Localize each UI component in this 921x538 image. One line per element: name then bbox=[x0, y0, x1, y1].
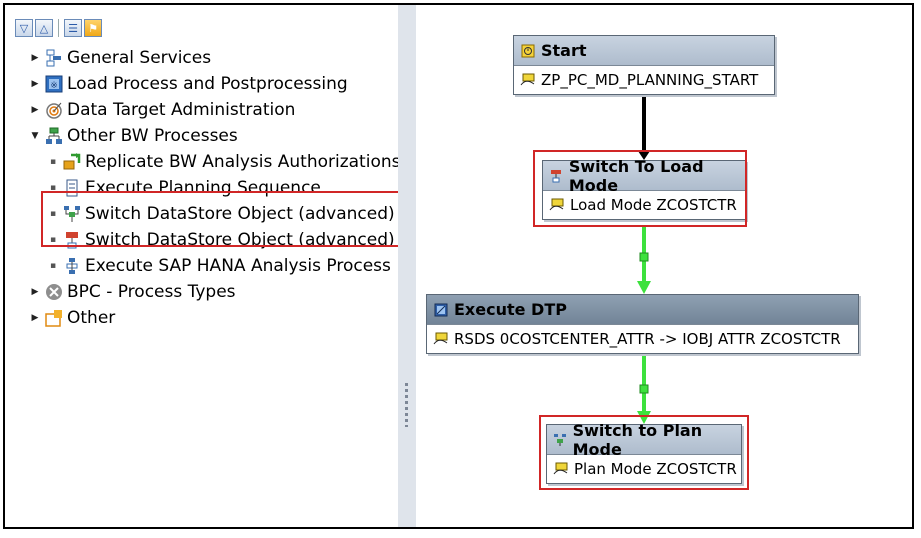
node-dtp-header[interactable]: Execute DTP bbox=[427, 295, 858, 325]
replicate-icon bbox=[63, 153, 81, 171]
tree-item-label: Execute SAP HANA Analysis Process bbox=[85, 256, 391, 276]
tree-item-label: Data Target Administration bbox=[67, 100, 296, 120]
node-highlight-box bbox=[539, 415, 749, 490]
node-load-header[interactable]: Switch To Load Mode bbox=[543, 157, 745, 195]
node-start-header[interactable]: Start bbox=[514, 36, 774, 66]
switch-icon bbox=[553, 432, 568, 448]
toolbar-separator bbox=[58, 19, 59, 37]
node-load-body[interactable]: Load Mode ZCOSTCTR bbox=[543, 191, 745, 219]
tree-item-execute-hana-analysis[interactable]: ▪ Execute SAP HANA Analysis Process bbox=[47, 253, 391, 279]
process-icon bbox=[45, 127, 63, 145]
dtp-icon bbox=[433, 302, 449, 318]
node-variant: Plan Mode ZCOSTCTR bbox=[574, 460, 737, 478]
node-variant: Load Mode ZCOSTCTR bbox=[570, 196, 737, 214]
node-plan-body[interactable]: Plan Mode ZCOSTCTR bbox=[547, 455, 741, 483]
bullet-icon: ▪ bbox=[49, 261, 57, 271]
node-variant: RSDS 0COSTCENTER_ATTR -> IOBJ ATTR ZCOST… bbox=[454, 330, 841, 348]
tree-toolbar: ▽ △ ☰ ⚑ bbox=[15, 19, 102, 41]
variant-icon bbox=[433, 331, 449, 347]
expand-arrow-icon[interactable]: ▶ bbox=[31, 313, 39, 323]
folder-icon bbox=[45, 309, 63, 327]
node-title: Start bbox=[541, 41, 587, 60]
pane-splitter[interactable] bbox=[398, 5, 416, 527]
process-chain-canvas[interactable]: Start ZP_PC_MD_PLANNING_START Switch To … bbox=[416, 5, 912, 527]
tree-item-execute-planning-sequence[interactable]: ▪ Execute Planning Sequence bbox=[47, 175, 321, 201]
bullet-icon: ▪ bbox=[49, 157, 57, 167]
node-plan-header[interactable]: Switch to Plan Mode bbox=[547, 421, 741, 459]
chain-connectors bbox=[637, 95, 651, 424]
switch-icon bbox=[549, 168, 564, 184]
variant-icon bbox=[520, 72, 536, 88]
variant-icon bbox=[553, 461, 569, 477]
node-execute-dtp[interactable]: Execute DTP RSDS 0COSTCENTER_ATTR -> IOB… bbox=[426, 294, 859, 354]
switch-icon bbox=[63, 205, 81, 223]
bpc-icon bbox=[45, 283, 63, 301]
tree-item-bpc-process-types[interactable]: ▶ BPC - Process Types bbox=[29, 279, 236, 305]
connector-arrowhead bbox=[638, 151, 650, 160]
tree-item-replicate-auth[interactable]: ▪ Replicate BW Analysis Authorizations t… bbox=[47, 149, 398, 175]
tree-item-load-process[interactable]: ▶ ※ Load Process and Postprocessing bbox=[29, 71, 348, 97]
tree-view-button[interactable]: ☰ bbox=[64, 19, 82, 37]
hana-icon bbox=[63, 257, 81, 275]
tree-item-other-bw-processes[interactable]: ▼ Other BW Processes bbox=[29, 123, 238, 149]
tree-view-icon: ☰ bbox=[68, 21, 78, 35]
window-frame: ▽ △ ☰ ⚑ ▶ General Services ▶ ※ Load Proc bbox=[3, 3, 914, 529]
tree-item-label: Switch DataStore Object (advanced) to bbox=[85, 204, 398, 224]
node-title: Execute DTP bbox=[454, 300, 567, 319]
collapse-arrow-icon[interactable]: ▼ bbox=[31, 131, 39, 141]
node-title: Switch to Plan Mode bbox=[572, 420, 703, 459]
tree-item-label: General Services bbox=[67, 48, 212, 68]
favorites-button[interactable]: ⚑ bbox=[84, 19, 102, 37]
service-icon bbox=[45, 49, 63, 67]
node-switch-to-load-mode[interactable]: Switch To Load Mode Load Mode ZCOSTCTR bbox=[542, 157, 746, 220]
tree-item-other[interactable]: ▶ Other bbox=[29, 305, 116, 331]
tree-item-label: BPC - Process Types bbox=[67, 282, 236, 302]
connector-status-marker bbox=[639, 384, 649, 394]
expand-all-icon: ▽ bbox=[19, 21, 29, 35]
connector-status-marker bbox=[639, 252, 649, 262]
connector-arrowhead bbox=[637, 411, 651, 424]
expand-arrow-icon[interactable]: ▶ bbox=[31, 79, 39, 89]
tree-item-label: Load Process and Postprocessing bbox=[67, 74, 348, 94]
expand-all-button[interactable]: ▽ bbox=[15, 19, 33, 37]
bullet-icon: ▪ bbox=[49, 183, 57, 193]
load-icon: ※ bbox=[45, 75, 63, 93]
node-switch-to-plan-mode[interactable]: Switch to Plan Mode Plan Mode ZCOSTCTR bbox=[546, 421, 742, 484]
bullet-icon: ▪ bbox=[49, 235, 57, 245]
tree-item-label: Replicate BW Analysis Authorizations to bbox=[85, 152, 398, 172]
node-variant: ZP_PC_MD_PLANNING_START bbox=[541, 71, 759, 89]
tree-highlight-box bbox=[41, 191, 398, 247]
bullet-icon: ▪ bbox=[49, 209, 57, 219]
splitter-grip-icon[interactable] bbox=[405, 383, 408, 427]
tree-item-label: Other bbox=[67, 308, 116, 328]
collapse-all-button[interactable]: △ bbox=[35, 19, 53, 37]
tree-item-general-services[interactable]: ▶ General Services bbox=[29, 45, 212, 71]
connector-arrowhead bbox=[637, 281, 651, 294]
variant-icon bbox=[549, 197, 565, 213]
favorites-icon: ⚑ bbox=[88, 21, 98, 35]
node-dtp-body[interactable]: RSDS 0COSTCENTER_ATTR -> IOBJ ATTR ZCOST… bbox=[427, 325, 858, 353]
tree-item-switch-dso-1[interactable]: ▪ Switch DataStore Object (advanced) to bbox=[47, 201, 398, 227]
process-type-tree-pane: ▽ △ ☰ ⚑ ▶ General Services ▶ ※ Load Proc bbox=[5, 5, 398, 527]
node-highlight-box bbox=[533, 150, 747, 227]
start-icon bbox=[520, 43, 536, 59]
collapse-all-icon: △ bbox=[39, 21, 49, 35]
tree-item-label: Other BW Processes bbox=[67, 126, 238, 146]
node-start-body[interactable]: ZP_PC_MD_PLANNING_START bbox=[514, 66, 774, 94]
target-icon bbox=[45, 101, 63, 119]
tree-item-data-target-admin[interactable]: ▶ Data Target Administration bbox=[29, 97, 296, 123]
node-title: Switch To Load Mode bbox=[568, 156, 704, 195]
expand-arrow-icon[interactable]: ▶ bbox=[31, 287, 39, 297]
tree-item-label: Execute Planning Sequence bbox=[85, 178, 321, 198]
node-start[interactable]: Start ZP_PC_MD_PLANNING_START bbox=[513, 35, 775, 95]
svg-text:※: ※ bbox=[50, 81, 58, 91]
expand-arrow-icon[interactable]: ▶ bbox=[31, 105, 39, 115]
expand-arrow-icon[interactable]: ▶ bbox=[31, 53, 39, 63]
